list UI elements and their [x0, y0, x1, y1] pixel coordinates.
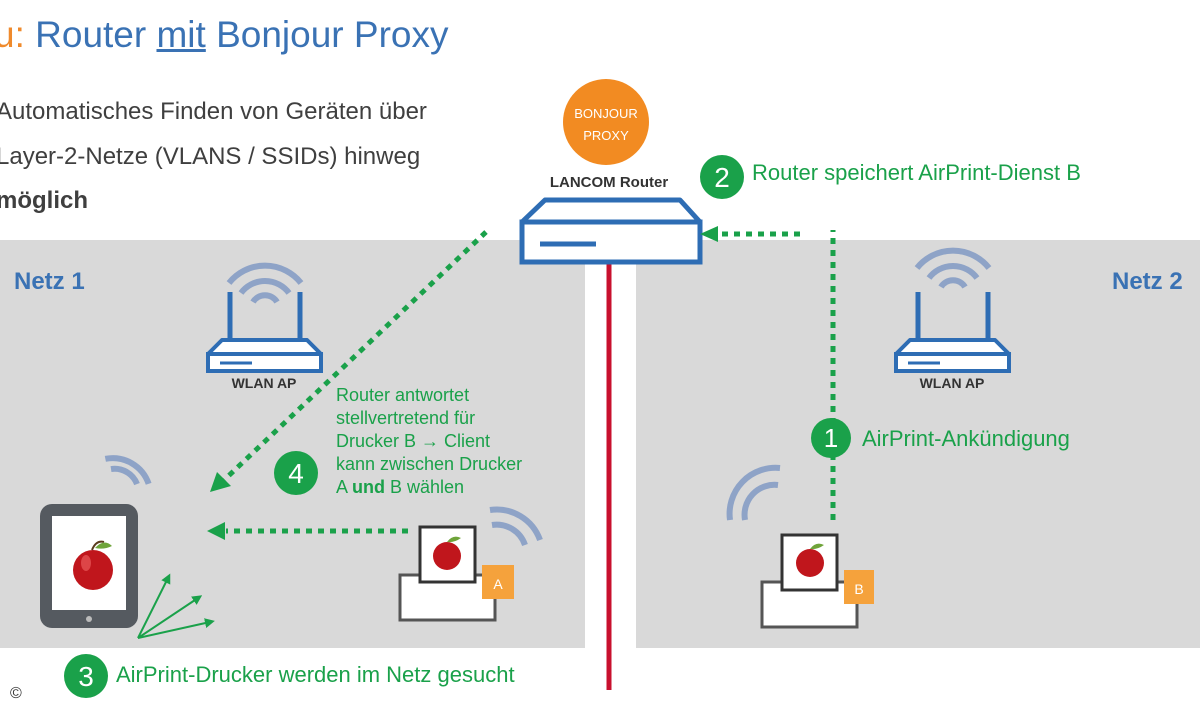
router-label: LANCOM Router: [550, 174, 668, 191]
step-4-circle: [274, 451, 318, 495]
step-4-line-5-a: A: [336, 477, 353, 497]
step-4-line-2: stellvertretend für: [336, 408, 476, 428]
step-3-text: AirPrint-Drucker werden im Netz gesucht: [116, 662, 515, 687]
step-4-number: 4: [288, 458, 304, 489]
step-1-circle: [811, 418, 851, 458]
arrow-head-client-diag: [210, 472, 231, 492]
printer-a-wifi-icon: [489, 506, 543, 547]
step-2-text: Router speichert AirPrint-Dienst B: [752, 160, 1081, 185]
title-part-2: Bonjour Proxy: [205, 14, 449, 55]
step-4-line-5: A und B wählen: [336, 476, 556, 499]
bonjour-badge-line-1: BONJOUR: [574, 106, 638, 121]
bonjour-badge-line-2: PROXY: [583, 128, 629, 143]
bonjour-proxy-badge: [563, 79, 649, 165]
wlan-ap-left-label: WLAN AP: [232, 375, 297, 391]
step-4-line-4: kann zwischen Drucker: [336, 454, 523, 474]
wlan-ap-right-label: WLAN AP: [920, 375, 985, 391]
step-2-number: 2: [714, 162, 730, 193]
router-icon: [519, 197, 703, 265]
step-1-text: AirPrint-Ankündigung: [862, 426, 1070, 451]
printer-a-icon: [398, 525, 514, 622]
step-4-line-1: Router antwortet: [336, 385, 470, 405]
step-4-line-3: Drucker B → Client: [336, 431, 491, 451]
printer-b-wifi-icon: [726, 464, 781, 521]
step-4-text: Router antwortet stellvertretend für Dru…: [336, 384, 556, 499]
bullet-line-3: möglich: [0, 187, 89, 214]
copyright-mark: ©: [10, 685, 22, 702]
wlan-ap-right-icon: [894, 247, 1011, 373]
wlan-ap-left-icon: [206, 262, 323, 373]
printer-b-label: B: [854, 581, 863, 597]
printer-a-label: A: [493, 576, 503, 592]
tablet-client-icon: [40, 504, 138, 628]
bullet-line-2: Layer-2-Netze (VLANS / SSIDs) hinweg: [0, 143, 421, 170]
search-rays-icon: [137, 573, 215, 639]
arrow-router-to-client: [220, 230, 488, 484]
step-4-line-5-c: B wählen: [385, 477, 465, 497]
title-part-1: Router: [35, 14, 157, 55]
step-4-line-5-und: und: [352, 477, 386, 497]
arrow-head-router: [700, 226, 718, 242]
network-1-label: Netz 1: [14, 268, 85, 295]
arrow-head-client-horizontal: [207, 522, 225, 540]
tablet-wifi-icon: [104, 455, 152, 486]
page-title: u: Router mit Bonjour Proxy: [0, 14, 448, 56]
step-2-circle: [700, 155, 744, 199]
network-2-label: Netz 2: [1112, 268, 1183, 295]
step-3-circle: [64, 654, 108, 698]
title-mit: mit: [156, 14, 206, 55]
step-1-number: 1: [824, 423, 838, 453]
title-prefix: u:: [0, 14, 25, 55]
step-3-number: 3: [78, 661, 94, 692]
printer-b-icon: [760, 533, 874, 629]
bullet-line-1: Automatisches Finden von Geräten über: [0, 98, 427, 125]
